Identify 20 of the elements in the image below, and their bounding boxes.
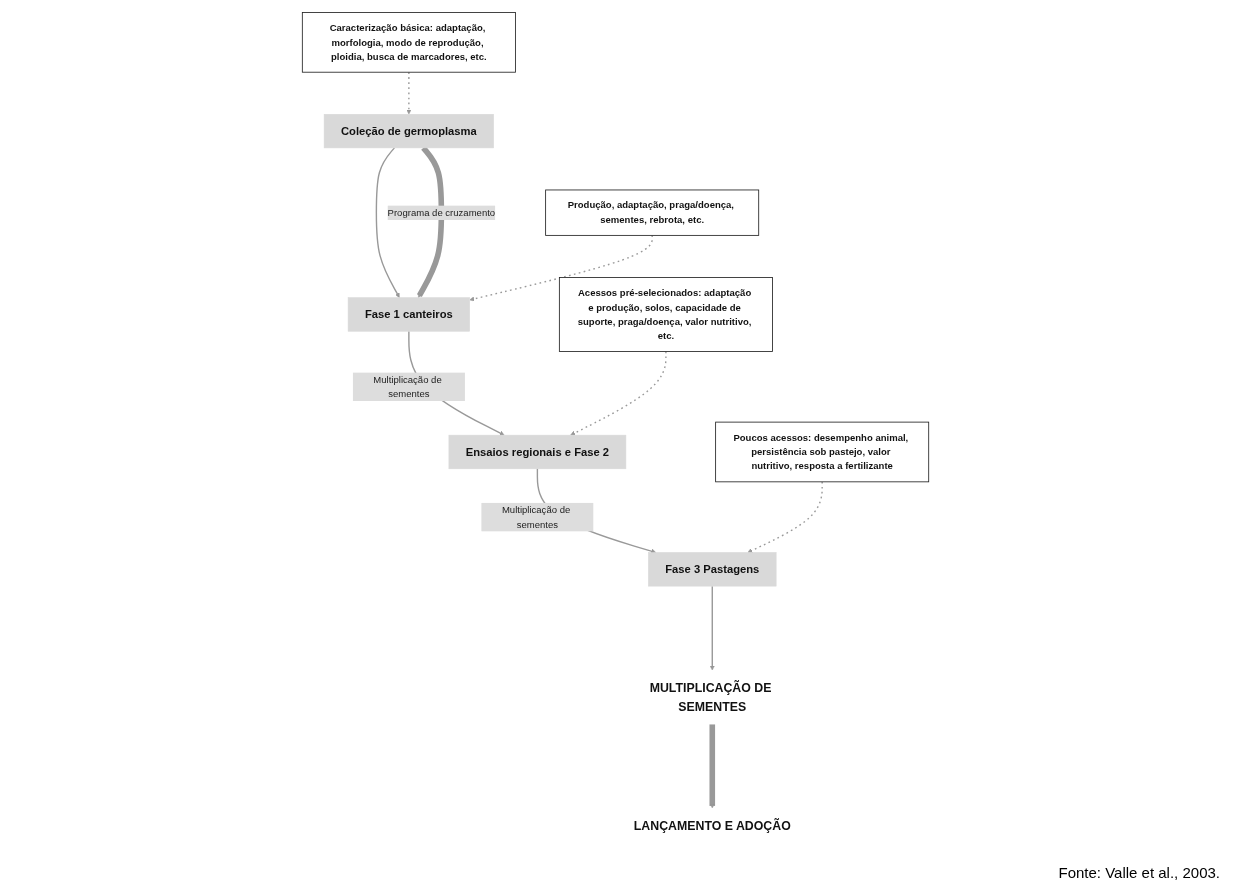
arrow	[570, 350, 668, 436]
node-text: LANÇAMENTO E ADOÇÃO	[634, 818, 792, 833]
node-box: Acessos pré-selecionados: adaptação e produção, solos, capacidade de suporte, praga/doença, valor nutritivo, etc.	[559, 277, 774, 352]
node-text: MULTIPLICAÇÃO DE SEMENTES	[650, 680, 772, 714]
arrow	[376, 147, 401, 298]
edge-label: Multiplicação de sementes	[373, 374, 443, 400]
node-box: Caracterização básica: adaptação, morfologia, modo de reprodução, ploidia, busca de marcadores, etc.	[302, 12, 517, 73]
node-box: Fase 3 Pastagens	[648, 552, 777, 587]
node-box: Poucos acessos: desempenho animal, persistência sob pastejo, valor nutritivo, resposta a fertilizante	[715, 421, 930, 483]
arrow	[748, 481, 824, 553]
node-box: Produção, adaptação, praga/doença, sementes, rebrota, etc.	[545, 189, 760, 236]
arrow	[709, 724, 716, 809]
source-caption: Fonte: Valle et al., 2003.	[1058, 864, 1220, 881]
arrow	[710, 585, 716, 671]
node-box: Coleção de germoplasma	[324, 114, 495, 149]
edge-label: Programa de cruzamento	[388, 207, 496, 218]
edge-label: Multiplicação de sementes	[502, 504, 571, 530]
arrow	[417, 146, 445, 298]
node-box: Fase 1 canteiros	[348, 297, 471, 332]
node-box: Ensaios regionais e Fase 2	[449, 434, 627, 470]
